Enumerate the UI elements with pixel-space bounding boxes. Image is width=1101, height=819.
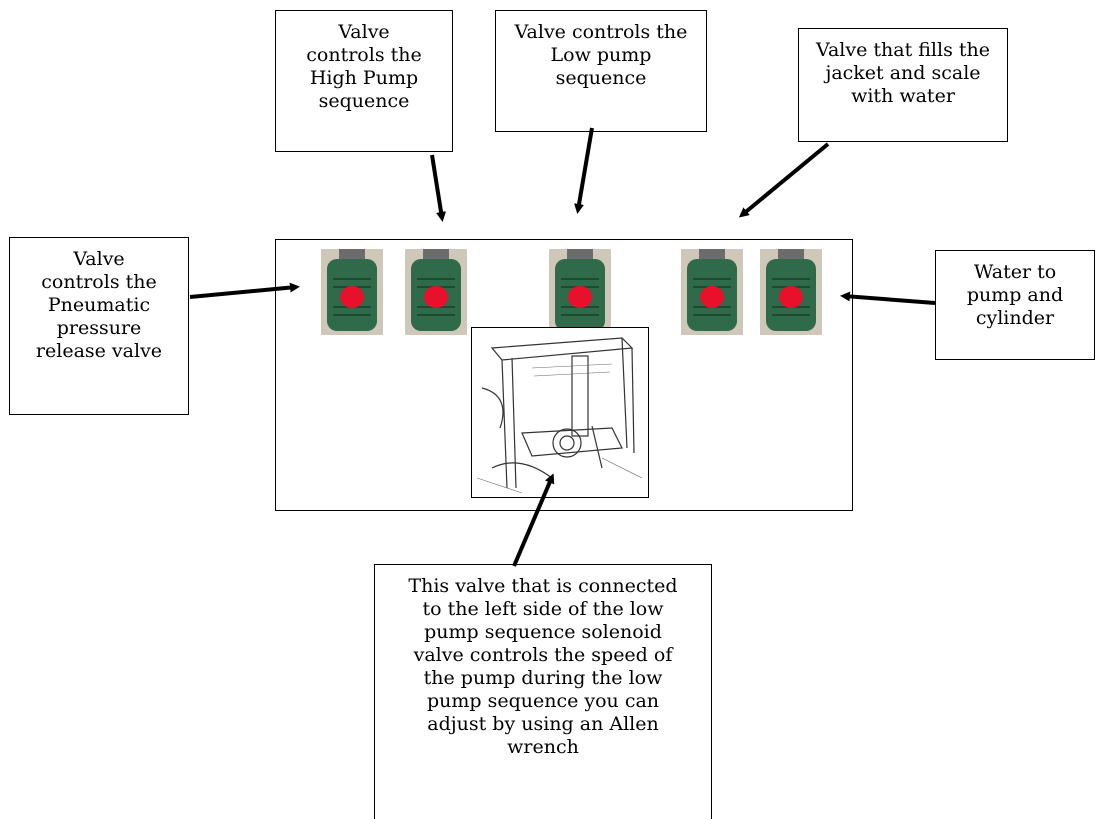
needle-valve-sketch-icon: [476, 337, 643, 494]
needle-valve-sketch: [471, 327, 649, 498]
callout-speed-valve: This valve that is connected to the left…: [374, 564, 712, 819]
callout-low-pump-text: Valve controls the Low pump sequence: [514, 21, 688, 89]
arrow-fill-jacket: [738, 142, 830, 218]
arrow-high-pump: [430, 154, 446, 222]
callout-water-pump-text: Water to pump and cylinder: [966, 261, 1064, 329]
solenoid-valve-icon: [549, 249, 611, 335]
solenoid-valve-icon: [321, 249, 383, 335]
callout-speed-valve-text: This valve that is connected to the left…: [408, 575, 678, 758]
solenoid-valve-icon: [681, 249, 743, 335]
callout-pneumatic: Valve controls the Pneumatic pressure re…: [9, 237, 189, 415]
callout-pneumatic-text: Valve controls the Pneumatic pressure re…: [35, 248, 163, 362]
callout-low-pump: Valve controls the Low pump sequence: [495, 10, 707, 132]
callout-high-pump-text: Valve controls the High Pump sequence: [306, 21, 422, 112]
callout-fill-jacket-text: Valve that fills the jacket and scale wi…: [815, 39, 990, 107]
arrow-low-pump: [574, 127, 594, 214]
callout-fill-jacket: Valve that fills the jacket and scale wi…: [798, 28, 1008, 142]
solenoid-valve-icon: [405, 249, 467, 335]
arrow-water-pump: [840, 291, 936, 305]
callout-high-pump: Valve controls the High Pump sequence: [275, 10, 453, 152]
solenoid-valve-icon: [760, 249, 822, 335]
callout-water-pump: Water to pump and cylinder: [935, 250, 1095, 360]
